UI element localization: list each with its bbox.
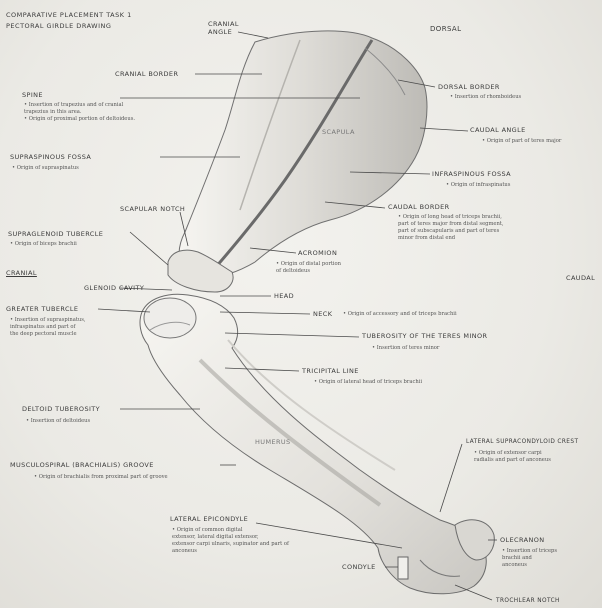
note-caudal-angle: • Origin of part of teres major (482, 138, 561, 145)
note-lateral-supracondyloid: • Origin of extensor carpi radialis and … (474, 450, 551, 464)
label-tricipital-line: Tricipital line (302, 367, 359, 375)
label-scapula: Scapula (322, 128, 355, 136)
caudal-direction: Caudal (566, 274, 595, 282)
label-head: Head (274, 292, 294, 300)
sheet-subtitle: Pectoral Girdle Drawing (6, 22, 111, 30)
cranial-direction: Cranial (6, 269, 37, 277)
label-acromion: Acromion (298, 249, 337, 257)
label-dorsal-border: Dorsal border (438, 83, 500, 91)
label-condyle: Condyle (342, 563, 376, 571)
note-caudal-border: • Origin of long head of triceps brachii… (398, 214, 504, 242)
label-supraspinous-fossa: Supraspinous fossa (10, 153, 91, 161)
note-infraspinous: • Origin of infraspinatus (446, 182, 510, 189)
label-lateral-epicondyle: Lateral epicondyle (170, 515, 248, 523)
label-glenoid-cavity: Glenoid cavity (84, 284, 144, 292)
note-dorsal-border: • Insertion of rhomboideus (450, 94, 521, 101)
note-deltoid: • Insertion of deltoideus (26, 418, 90, 425)
label-teres-tuberosity: Tuberosity of the teres minor (362, 332, 487, 340)
note-musculospiral: • Origin of brachialis from proximal par… (34, 474, 168, 481)
label-deltoid-tuberosity: Deltoid tuberosity (22, 405, 100, 413)
note-spine: • Insertion of trapezius and of cranial … (24, 102, 135, 123)
note-teres: • Insertion of teres minor (372, 345, 439, 352)
label-caudal-angle: Caudal angle (470, 126, 526, 134)
note-lateral-epicondyle: • Origin of common digital extensor, lat… (172, 527, 289, 555)
note-supraspinous: • Origin of supraspinatus (12, 165, 79, 172)
sheet-title: Comparative Placement Task 1 (6, 11, 132, 19)
note-neck: • Origin of accessory and of triceps bra… (343, 311, 457, 318)
label-cranial-angle: Cranial angle (208, 20, 239, 36)
condyle-box (398, 557, 408, 579)
label-infraspinous-fossa: Infraspinous fossa (432, 170, 511, 178)
label-scapular-notch: Scapular notch (120, 205, 185, 213)
label-spine: Spine (22, 91, 43, 99)
dorsal-heading: Dorsal (430, 25, 461, 33)
humeral-head (144, 298, 196, 338)
note-greater-tubercle: • Insertion of supraspinatus, infraspina… (10, 317, 86, 338)
label-caudal-border: Caudal border (388, 203, 450, 211)
label-musculospiral-groove: Musculospiral (brachialis) groove (10, 461, 154, 469)
label-neck: Neck (313, 310, 332, 318)
label-greater-tubercle: Greater tubercle (6, 305, 78, 313)
label-trochlear-notch: Trochlear notch (496, 597, 560, 605)
label-cranial-border: Cranial Border (115, 70, 178, 78)
note-acromion: • Origin of distal portion of deltoideus (276, 261, 341, 275)
label-olecranon: Olecranon (500, 536, 545, 544)
label-humerus: Humerus (255, 438, 291, 446)
note-tricipital: • Origin of lateral head of triceps brac… (314, 379, 422, 386)
note-supraglenoid: • Origin of biceps brachii (10, 241, 77, 248)
note-olecranon: • Insertion of triceps brachii and ancon… (502, 548, 557, 569)
label-supraglenoid: Supraglenoid tubercle (8, 230, 103, 238)
label-lateral-supracondyloid: Lateral supracondyloid crest (466, 438, 578, 446)
